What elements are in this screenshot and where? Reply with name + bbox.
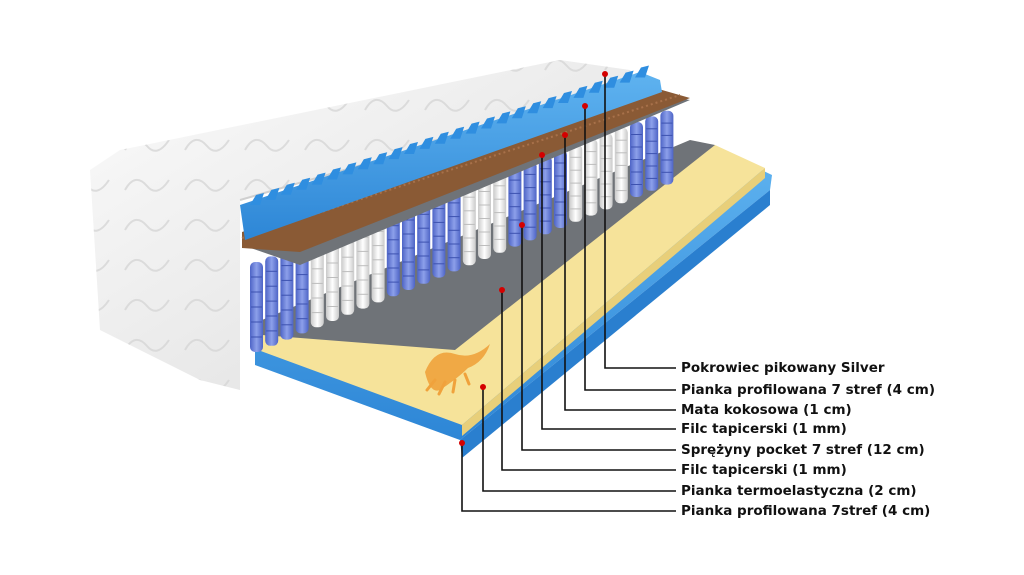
foam-tooth bbox=[558, 91, 572, 103]
foam-tooth bbox=[588, 80, 603, 93]
foam-tooth bbox=[280, 182, 295, 195]
leader-dot bbox=[582, 103, 588, 109]
foam-tooth bbox=[619, 70, 634, 83]
foam-tooth bbox=[450, 126, 465, 139]
foam-tooth bbox=[342, 162, 357, 175]
label-thermoelastic-foam: Pianka termoelastyczna (2 cm) bbox=[681, 483, 917, 499]
leader-dot bbox=[499, 287, 505, 293]
leader-line bbox=[541, 155, 676, 430]
foam-tooth bbox=[542, 96, 557, 109]
foam-tooth bbox=[388, 147, 403, 160]
leader-line bbox=[461, 443, 676, 512]
leader-dot bbox=[459, 440, 465, 446]
leader-lines bbox=[459, 71, 676, 512]
top-profiled-foam bbox=[240, 65, 662, 240]
foam-tooth bbox=[404, 142, 418, 154]
leader-dot bbox=[480, 384, 486, 390]
leader-dot bbox=[602, 71, 608, 77]
leader-dot bbox=[562, 132, 568, 138]
label-cover: Pokrowiec pikowany Silver bbox=[681, 360, 885, 376]
foam-tooth bbox=[573, 85, 588, 98]
foam-tooth bbox=[527, 101, 542, 114]
foam-tooth bbox=[434, 131, 449, 144]
leader-dot bbox=[539, 152, 545, 158]
foam-tooth bbox=[250, 193, 264, 205]
leader-line bbox=[501, 290, 676, 471]
label-coconut-mat: Mata kokosowa (1 cm) bbox=[681, 402, 852, 418]
leader-dot bbox=[519, 222, 525, 228]
foam-tooth bbox=[327, 167, 341, 180]
foam-tooth bbox=[465, 121, 480, 134]
label-lower-felt: Filc tapicerski (1 mm) bbox=[681, 462, 847, 478]
label-bottom-profiled-foam: Pianka profilowana 7stref (4 cm) bbox=[681, 503, 931, 519]
leader-line bbox=[521, 225, 676, 451]
foam-tooth bbox=[357, 157, 372, 170]
foam-tooth bbox=[511, 106, 526, 119]
foam-tooth bbox=[481, 116, 495, 129]
foam-tooth bbox=[311, 172, 326, 185]
label-top-profiled-foam: Pianka profilowana 7 stref (4 cm) bbox=[681, 382, 936, 398]
leader-line bbox=[604, 74, 676, 369]
foam-tooth bbox=[496, 111, 511, 124]
hand-logo-icon bbox=[425, 344, 490, 396]
foam-tooth bbox=[604, 75, 619, 88]
foam-tooth bbox=[419, 136, 434, 149]
leader-line bbox=[564, 135, 676, 411]
leader-line bbox=[584, 106, 676, 391]
label-upper-felt: Filc tapicerski (1 mm) bbox=[681, 421, 847, 437]
foam-tooth bbox=[296, 177, 311, 190]
foam-tooth bbox=[265, 187, 280, 200]
label-pocket-springs: Sprężyny pocket 7 stref (12 cm) bbox=[681, 442, 925, 458]
foam-tooth bbox=[635, 65, 649, 78]
leader-line bbox=[482, 387, 676, 492]
foam-tooth bbox=[373, 152, 388, 165]
